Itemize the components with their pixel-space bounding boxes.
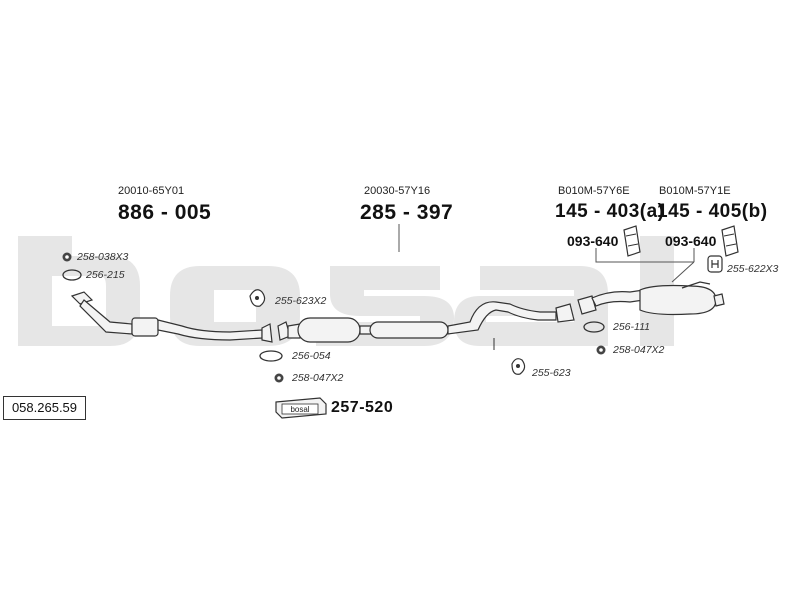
part-label-gasket-front: 256-215 [86,269,125,281]
rear-silencer-drawing [577,281,725,316]
part-number-rear-box-b: 145 - 405(b) [657,201,768,222]
part-label-nut-rear: 258-047X2 [613,344,665,356]
mount-bracket-icon-a [623,225,641,257]
front-pipe-drawing [70,291,273,343]
gasket-icon-middle [259,350,283,362]
part-label-rubber-front: 255-623X2 [275,295,327,307]
part-number-mount-a: 093-640 [567,233,619,249]
part-number-mount-b: 093-640 [665,233,717,249]
leader-lines-rear [595,248,695,283]
part-label-rubber-middle: 255-623 [532,367,571,379]
mount-bracket-icon-b [721,225,739,257]
mounting-kit-box: bosal [275,397,327,419]
catalog-number-box: 058.265.59 [3,396,86,420]
gasket-icon-rear [583,321,605,333]
nut-icon-rear [596,345,606,355]
kit-logo-text: bosal [290,405,309,414]
oem-number-rear-box-a: B010M-57Y6E [558,185,630,197]
part-label-nut-front: 258-038X3 [77,251,129,263]
rubber-hanger-icon-middle [511,358,526,375]
gasket-icon-front [62,269,82,281]
clamp-icon-rear [707,255,723,273]
part-label-gasket-rear: 256-111 [613,321,650,333]
part-label-gasket-middle: 256-054 [292,350,331,362]
part-label-nut-middle: 258-047X2 [292,372,344,384]
part-number-rear-box-a: 145 - 403(a) [555,201,665,222]
oem-number-rear-box-b: B010M-57Y1E [659,185,731,197]
nut-icon-middle [274,373,284,383]
middle-section-drawing [277,301,575,350]
nut-icon-front [62,252,72,262]
part-number-mounting-kit: 257-520 [331,399,394,416]
oem-number-front-pipe: 20010-65Y01 [118,185,185,197]
part-label-clamp-rear: 255-622X3 [727,263,779,275]
part-number-middle-section: 285 - 397 [360,201,454,224]
oem-number-middle-section: 20030-57Y16 [364,185,431,197]
rubber-hanger-icon-front [249,289,266,307]
part-number-front-pipe: 886 - 005 [118,201,212,224]
